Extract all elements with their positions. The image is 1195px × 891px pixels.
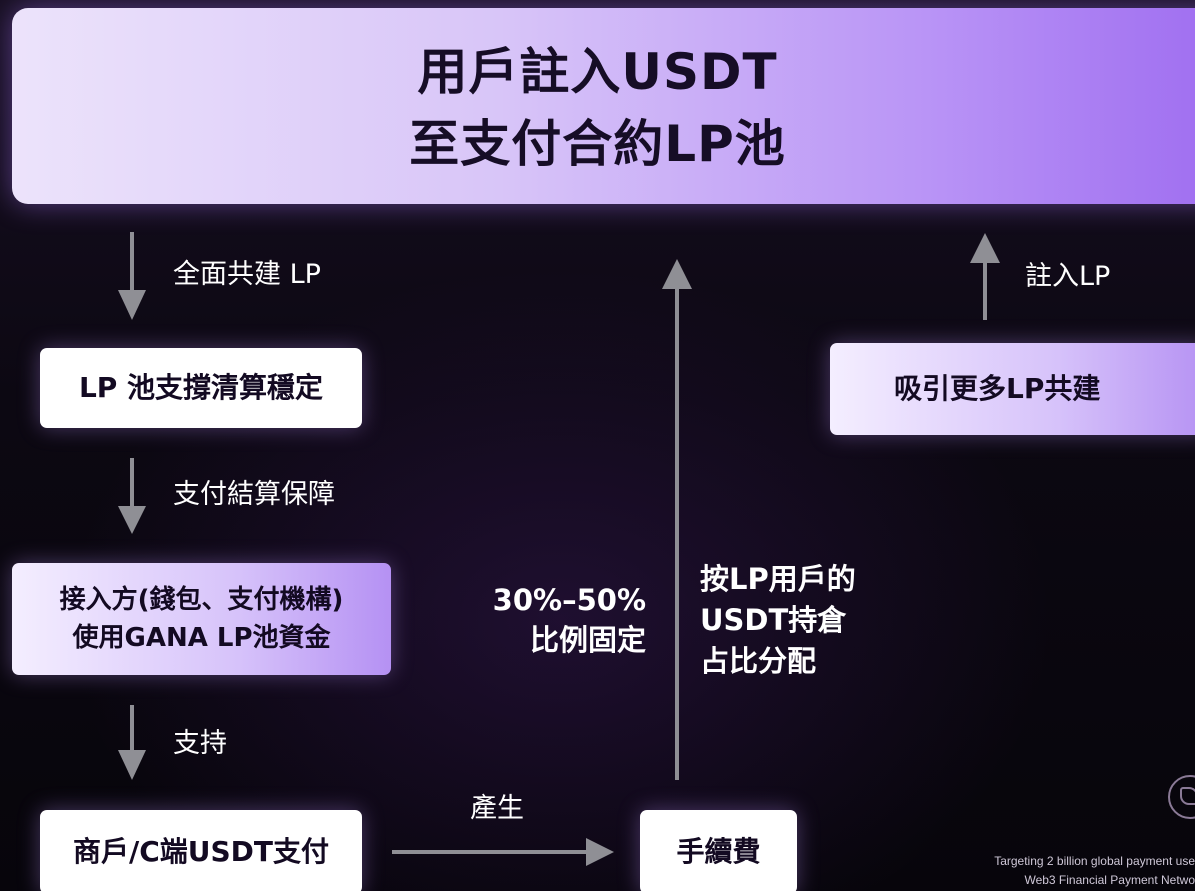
- step-attract-more-lp: 吸引更多LP共建: [830, 343, 1195, 435]
- arrow-head-support: [118, 750, 146, 780]
- step-lp-pool-support-label: LP 池支撐清算穩定: [78, 371, 324, 404]
- arrow-head-co-build: [118, 290, 146, 320]
- hero-box-inject-usdt: [12, 8, 1195, 204]
- distribution-line1: 按LP用戶的: [700, 562, 856, 596]
- arrow-head-fee: [662, 259, 692, 289]
- label-support: 支持: [173, 728, 227, 759]
- label-inject-lp: 註入LP: [1025, 261, 1111, 292]
- step-merchant-payment-label: 商戶/C端USDT支付: [72, 835, 330, 868]
- hero-title-line2: 至支付合約LP池: [409, 115, 786, 173]
- step-attract-more-lp-label: 吸引更多LP共建: [894, 372, 1101, 405]
- step-integrator-line2: 使用GANA LP池資金: [72, 623, 331, 653]
- step-fee: 手續費: [640, 810, 797, 891]
- distribution-line2: USDT持倉: [700, 603, 847, 637]
- label-generate: 產生: [470, 793, 524, 824]
- label-co-build-lp: 全面共建 LP: [173, 259, 321, 290]
- step-merchant-payment: 商戶/C端USDT支付: [40, 810, 362, 891]
- hero-title-line1: 用戶註入USDT: [417, 43, 778, 101]
- step-integrator-uses-pool: 接入方(錢包、支付機構) 使用GANA LP池資金: [12, 563, 391, 675]
- arrow-head-generate: [586, 838, 614, 866]
- step-integrator-line1: 接入方(錢包、支付機構): [59, 585, 344, 615]
- step-fee-label: 手續費: [676, 835, 761, 868]
- footer-tagline-line1: Targeting 2 billion global payment use: [994, 854, 1195, 868]
- step-lp-pool-support: LP 池支撐清算穩定: [40, 348, 362, 428]
- arrow-head-settlement: [118, 506, 146, 534]
- fee-ratio-line2: 比例固定: [529, 623, 646, 657]
- label-settlement-guarantee: 支付結算保障: [173, 479, 335, 510]
- footer-tagline-line2: Web3 Financial Payment Netwo: [1024, 873, 1195, 887]
- fee-ratio-line1: 30%–50%: [492, 583, 646, 617]
- brand-logo-mark: [1180, 787, 1195, 805]
- distribution-line3: 占比分配: [700, 644, 817, 678]
- arrow-head-inject-lp: [970, 233, 1000, 263]
